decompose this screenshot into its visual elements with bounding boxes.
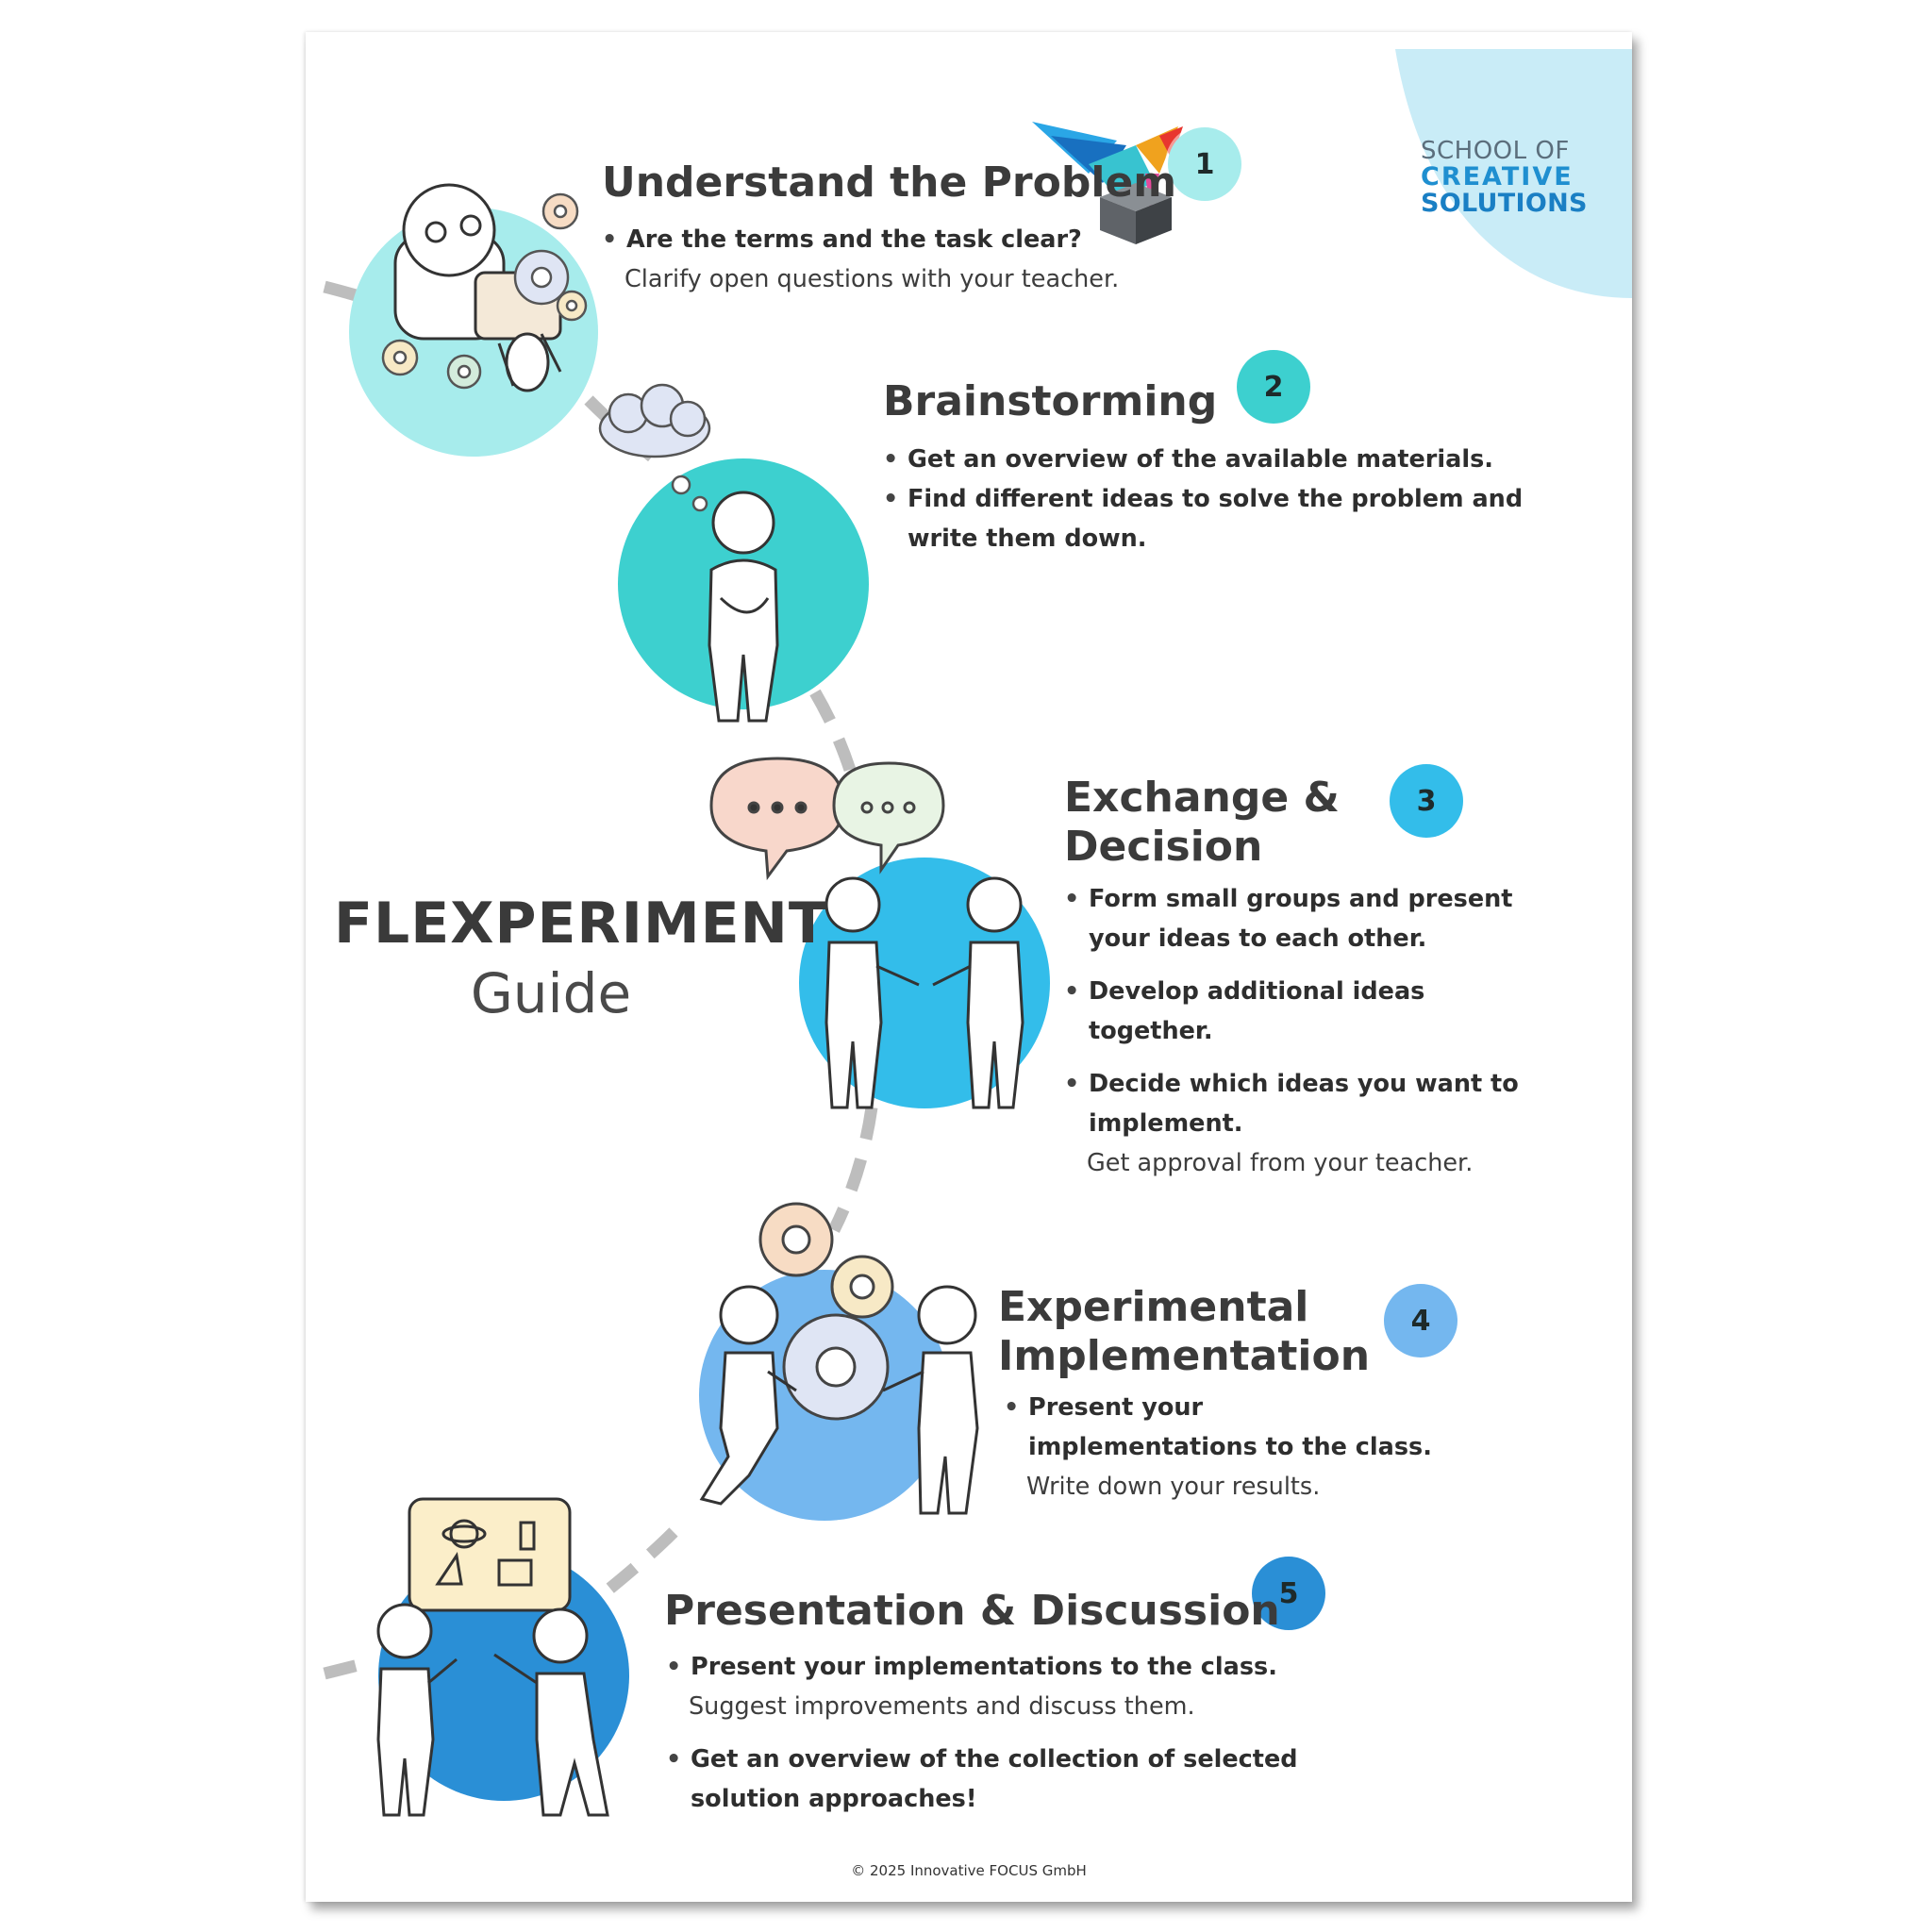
brand-line2: CREATIVE: [1421, 162, 1574, 192]
step3-bullet: Develop additional ideas together.: [1064, 972, 1555, 1051]
step3-title-line2: Decision: [1064, 823, 1263, 871]
guide-title: FLEXPERIMENT Guide: [334, 891, 828, 1030]
step5-title: Presentation & Discussion: [664, 1587, 1280, 1635]
guide-poster: SCHOOL OF CREATIVE SOLUTIONS FLEXPERIMEN…: [306, 32, 1632, 1902]
talking-figures: [824, 876, 1024, 1109]
step3-bullet: Form small groups and present your ideas…: [1064, 879, 1555, 958]
presenter-figures: [376, 1603, 609, 1817]
brand-logo-text: SCHOOL OF CREATIVE SOLUTIONS: [1421, 138, 1588, 217]
step3-bullets: Form small groups and present your ideas…: [1064, 879, 1555, 1183]
step3-bullet: Decide which ideas you want to implement…: [1064, 1064, 1555, 1183]
brand-line3: SOLUTIONS: [1421, 189, 1588, 218]
step2-bullet-text: Get an overview of the available materia…: [908, 445, 1493, 474]
logo-arc: [1395, 49, 1632, 298]
builder-figures: [699, 1285, 979, 1515]
step1-bullet-text: Are the terms and the task clear?: [626, 225, 1082, 254]
step2-bullet: Get an overview of the available materia…: [883, 440, 1562, 479]
step3-title: Exchange & Decision: [1064, 774, 1340, 872]
guide-title-sub: Guide: [470, 961, 632, 1025]
step4-badge: 4: [1384, 1284, 1457, 1357]
step5-bullet: Present your implementations to the clas…: [666, 1647, 1364, 1726]
step3-bullet-note: Get approval from your teacher.: [1087, 1149, 1474, 1177]
step3-bullet-text: Decide which ideas you want to implement…: [1089, 1070, 1519, 1138]
step1-bullets: Are the terms and the task clear? Clarif…: [602, 220, 1168, 299]
step1-bullet: Are the terms and the task clear? Clarif…: [602, 220, 1168, 299]
step1-bullet-note: Clarify open questions with your teacher…: [625, 265, 1120, 293]
step2-bullet-text: Find different ideas to solve the proble…: [908, 485, 1524, 553]
poster-artwork: [323, 49, 1632, 1817]
brand-line1: SCHOOL OF: [1421, 137, 1570, 165]
step5-bullet-note: Suggest improvements and discuss them.: [689, 1692, 1195, 1721]
speech-bubbles: [709, 757, 945, 881]
step3-bullet-text: Form small groups and present your ideas…: [1089, 885, 1513, 953]
step4-bullets: Present your implementations to the clas…: [1004, 1388, 1438, 1507]
step3-badge: 3: [1390, 764, 1463, 838]
gear-icons-step1: [381, 192, 588, 390]
step3-bullet-text: Develop additional ideas together.: [1089, 977, 1425, 1045]
step1-title: Understand the Problem: [602, 158, 1177, 207]
step5-bullet-text: Get an overview of the collection of sel…: [691, 1745, 1298, 1813]
step2-bullets: Get an overview of the available materia…: [883, 440, 1562, 558]
step4-title-line1: Experimental: [998, 1283, 1309, 1331]
gear-icons-step4: [758, 1202, 894, 1421]
step4-title-line2: Implementation: [998, 1332, 1371, 1380]
step1-badge: 1: [1168, 127, 1241, 201]
step5-bullet: Get an overview of the collection of sel…: [666, 1740, 1364, 1819]
step2-badge: 2: [1237, 350, 1310, 424]
step2-title: Brainstorming: [883, 377, 1218, 425]
step5-badge: 5: [1252, 1557, 1325, 1630]
step4-bullet-text: Present your implementations to the clas…: [1028, 1393, 1432, 1461]
thought-cloud: [598, 383, 711, 512]
guide-title-main: FLEXPERIMENT: [334, 891, 828, 957]
step2-bullet: Find different ideas to solve the proble…: [883, 479, 1562, 558]
presentation-board: [408, 1497, 572, 1612]
step3-title-line1: Exchange &: [1064, 774, 1340, 822]
step4-bullet: Present your implementations to the clas…: [1004, 1388, 1438, 1507]
step4-title: Experimental Implementation: [998, 1283, 1370, 1381]
step4-bullet-note: Write down your results.: [1026, 1473, 1321, 1501]
step5-bullets: Present your implementations to the clas…: [666, 1647, 1364, 1819]
step5-bullet-text: Present your implementations to the clas…: [691, 1653, 1277, 1681]
thinking-figure: [708, 491, 779, 723]
dashed-path: [323, 280, 878, 1680]
copyright-footer: © 2025 Innovative FOCUS GmbH: [851, 1862, 1087, 1879]
